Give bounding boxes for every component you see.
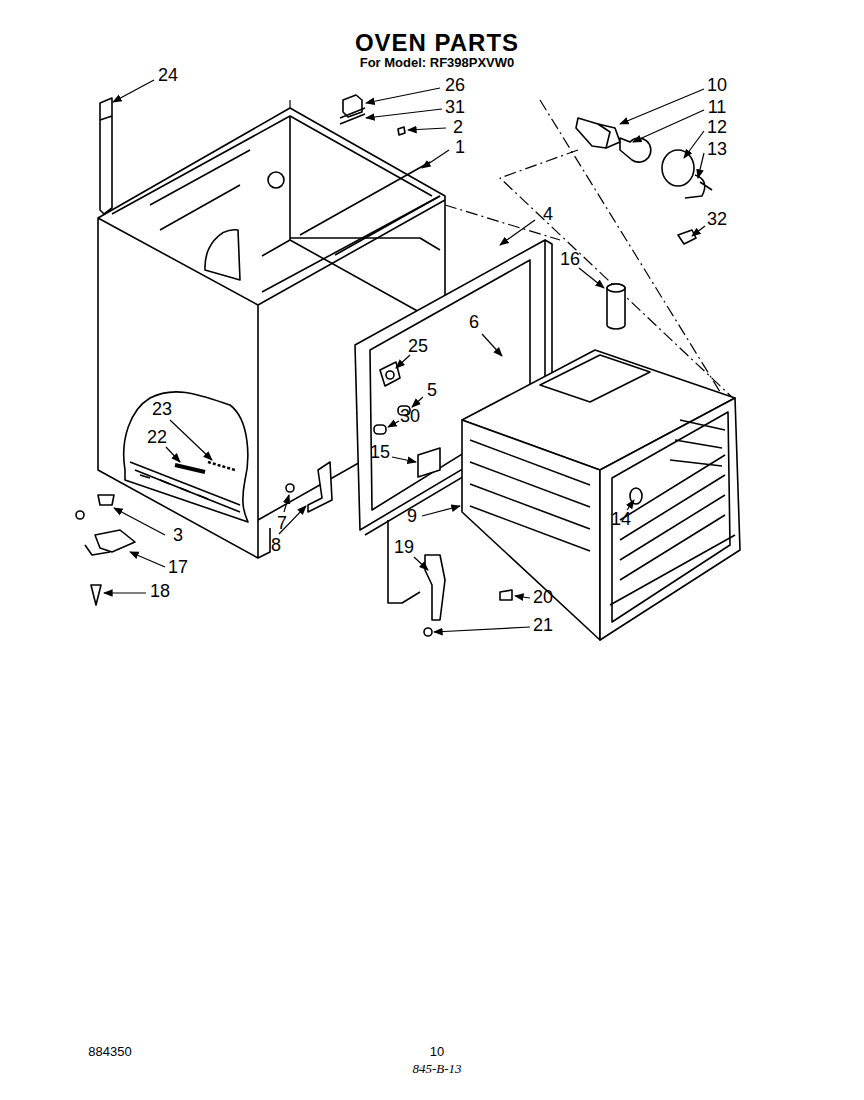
sheet-code: 845-B-13 [412, 1062, 461, 1076]
callout-number: 13 [707, 140, 727, 160]
callout-number: 8 [271, 536, 281, 556]
callout-number: 9 [407, 507, 417, 527]
callout-number: 6 [469, 313, 479, 333]
callout-number: 15 [370, 443, 390, 463]
drawing-number: 884350 [88, 1045, 131, 1059]
callout-number: 2 [453, 118, 463, 138]
callout-number: 16 [560, 250, 580, 270]
callout-number: 7 [277, 514, 287, 534]
diagram-title: OVEN PARTS [355, 30, 519, 56]
callout-number: 24 [158, 66, 178, 86]
callout-number: 10 [707, 76, 727, 96]
callout-number: 20 [533, 588, 553, 608]
page-number: 10 [430, 1045, 444, 1059]
callout-number: 26 [445, 76, 465, 96]
model-subtitle: For Model: RF398PXVW0 [360, 56, 515, 70]
callout-number: 4 [543, 205, 553, 225]
callout-number: 25 [408, 337, 428, 357]
callout-number: 21 [533, 616, 553, 636]
callout-number: 32 [707, 210, 727, 230]
callout-number: 3 [173, 526, 183, 546]
callout-number: 12 [707, 118, 727, 138]
callout-number: 11 [708, 98, 727, 118]
callout-number: 19 [394, 538, 414, 558]
callout-number: 14 [611, 510, 631, 530]
callout-number: 22 [147, 428, 167, 448]
callout-number: 5 [427, 381, 437, 401]
callout-number: 18 [150, 582, 170, 602]
callout-number: 31 [445, 98, 465, 118]
callout-number: 1 [455, 138, 465, 158]
callout-number: 17 [168, 558, 188, 578]
callout-number: 23 [152, 400, 172, 420]
callout-number: 30 [400, 407, 420, 427]
